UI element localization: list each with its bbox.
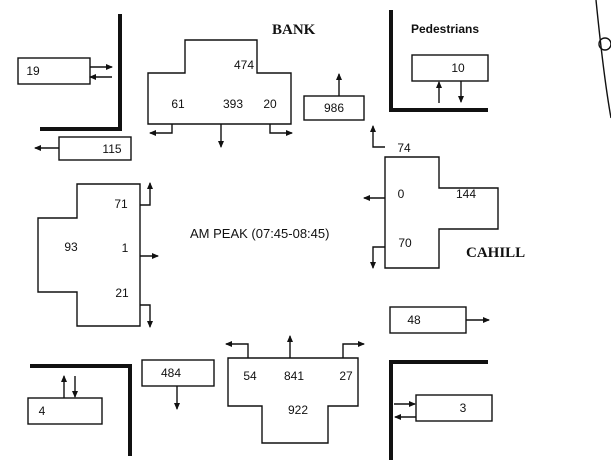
north-left-count: 61	[171, 97, 185, 111]
south-through-count: 841	[284, 369, 304, 383]
bank-label: BANK	[272, 22, 316, 38]
south-left-arrow	[226, 344, 248, 358]
north-left-turn-arrow	[270, 124, 292, 133]
south-total: 922	[288, 403, 308, 417]
ped-nw-count: 19	[26, 64, 40, 78]
pedestrians-label: Pedestrians	[411, 22, 479, 36]
west-through-count: 1	[122, 241, 129, 255]
east-out-box	[390, 307, 466, 333]
east-down-arrow	[373, 247, 385, 268]
edge-graphic	[596, 0, 611, 118]
east-up-arrow	[373, 126, 385, 147]
diagram-title: AM PEAK (07:45-08:45)	[190, 226, 329, 241]
east-down-count: 70	[398, 236, 412, 250]
south-right-arrow	[343, 344, 364, 358]
ped-se-count: 3	[460, 401, 467, 415]
north-right-count: 20	[263, 97, 277, 111]
west-exit-count: 115	[102, 142, 121, 156]
west-down-arrow	[140, 305, 150, 327]
cahill-label: CAHILL	[466, 245, 525, 261]
north-through-count: 393	[223, 97, 243, 111]
ped-sw-count: 4	[39, 404, 46, 418]
ped-ne-box	[412, 55, 488, 81]
north-right-turn-arrow	[150, 124, 172, 133]
ped-ne-count: 10	[451, 61, 465, 75]
west-down-count: 21	[115, 286, 129, 300]
west-total: 93	[64, 240, 78, 254]
north-approach-box	[148, 40, 291, 124]
east-through-count: 0	[398, 187, 405, 201]
west-up-arrow	[140, 183, 150, 205]
west-up-count: 71	[114, 197, 128, 211]
east-out-count: 48	[407, 313, 421, 327]
east-up-count: 74	[397, 141, 411, 155]
corner-wall-nw	[40, 14, 120, 129]
ped-se-box	[416, 395, 492, 421]
east-total: 144	[456, 187, 476, 201]
south-out-count: 484	[161, 366, 181, 380]
north-total: 474	[234, 58, 254, 72]
south-right-count: 27	[339, 369, 353, 383]
north-out-count: 986	[324, 101, 344, 115]
corner-wall-se	[391, 362, 488, 460]
south-left-count: 54	[243, 369, 257, 383]
